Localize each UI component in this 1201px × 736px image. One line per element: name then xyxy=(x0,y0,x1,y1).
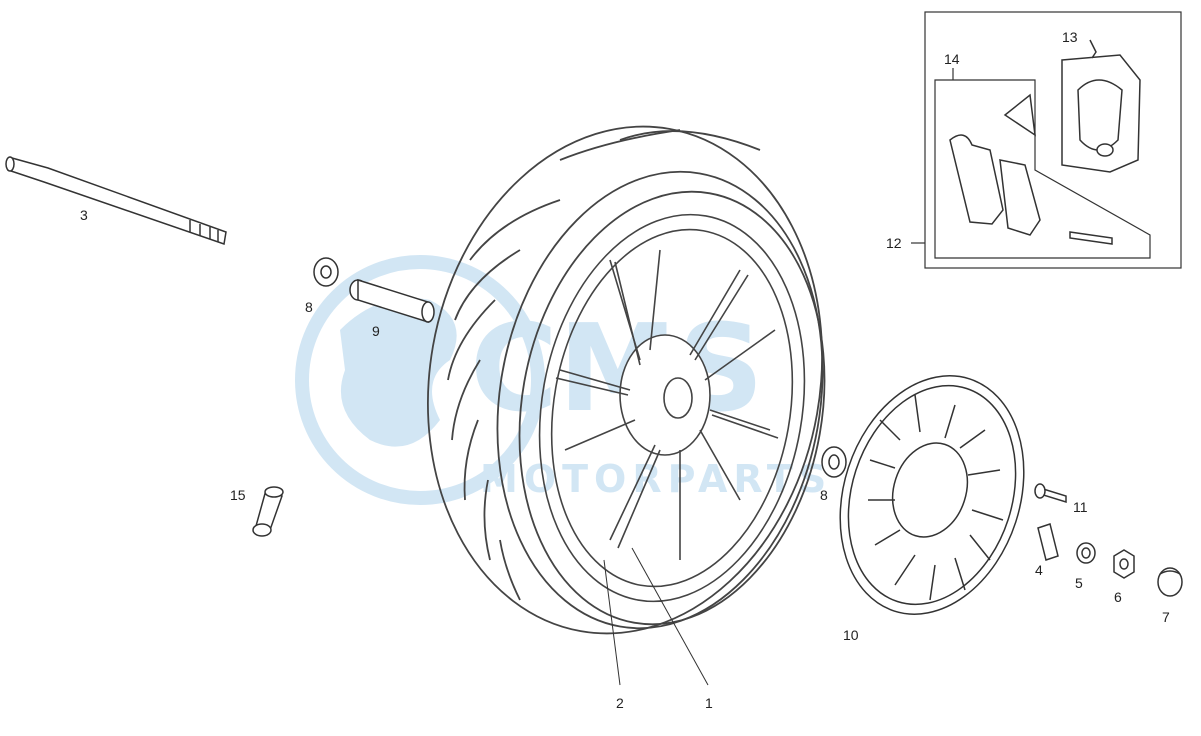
part-cap xyxy=(1157,567,1183,597)
part-brake-pads xyxy=(949,93,1113,245)
part-nut xyxy=(1113,549,1135,579)
callout-6: 6 xyxy=(1114,589,1122,605)
callout-5: 5 xyxy=(1075,575,1083,591)
part-spacer xyxy=(349,278,435,324)
callout-15: 15 xyxy=(230,487,246,503)
callout-8-left: 8 xyxy=(305,299,313,315)
part-bolt xyxy=(1034,483,1067,504)
caliper-assembly-frame xyxy=(924,11,1182,269)
part-caliper-assembly xyxy=(911,11,1182,269)
part-bush xyxy=(1037,523,1059,561)
callout-4: 4 xyxy=(1035,562,1043,578)
part-washer xyxy=(1076,542,1096,564)
part-bearing-left xyxy=(313,257,339,287)
watermark: CMS MOTORPARTS xyxy=(295,255,826,505)
callout-10: 10 xyxy=(843,627,859,643)
callout-11: 11 xyxy=(1073,499,1088,515)
callout-12: 12 xyxy=(886,235,902,251)
part-rim xyxy=(538,213,806,603)
brake-pads-frame xyxy=(934,79,1151,259)
callout-2: 2 xyxy=(616,695,624,711)
part-valve xyxy=(252,486,284,537)
part-bearing-right xyxy=(821,446,847,478)
callout-8-right: 8 xyxy=(820,487,828,503)
part-axle xyxy=(5,156,227,245)
callout-13: 13 xyxy=(1062,29,1078,45)
callout-1: 1 xyxy=(705,695,713,711)
callout-3: 3 xyxy=(80,207,88,223)
part-caliper-body xyxy=(1061,39,1141,173)
callout-9: 9 xyxy=(372,323,380,339)
leader-lines xyxy=(603,547,709,686)
part-tire xyxy=(427,125,826,635)
callout-7: 7 xyxy=(1162,609,1170,625)
part-brake-disc xyxy=(839,375,1025,615)
watermark-globe-ring xyxy=(295,255,545,505)
callout-14: 14 xyxy=(944,51,960,67)
